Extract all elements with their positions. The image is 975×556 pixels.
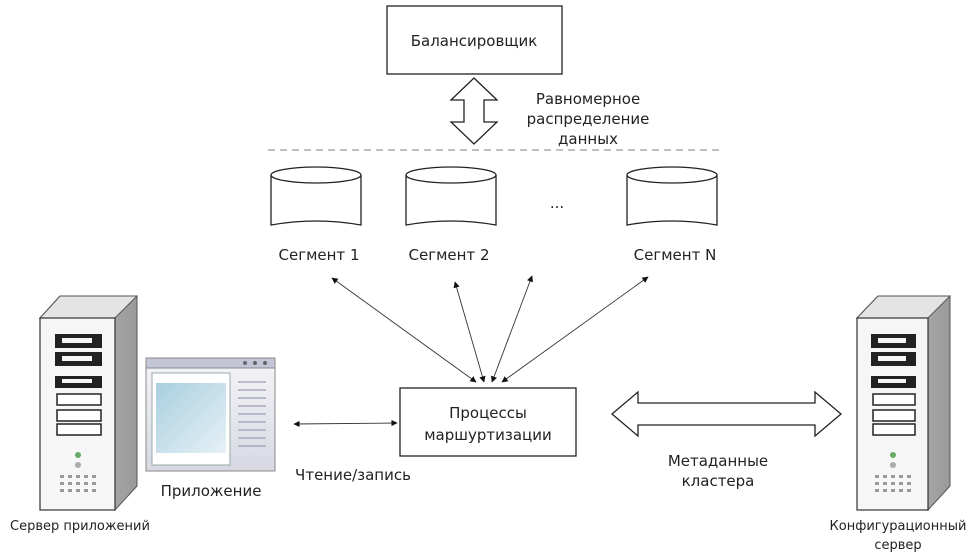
application-window-icon [145,357,276,472]
segments-ellipsis: ... [550,194,564,212]
arrow-read-write [293,419,398,428]
routing-box [399,387,577,457]
segment-1-label: Сегмент 1 [279,246,360,264]
balancer-node: Балансировщик [386,5,563,75]
metadata-label: Метаданные кластера [668,452,768,490]
distribution-double-arrow [449,77,499,145]
segment-2-label: Сегмент 2 [409,246,490,264]
svg-text:Равномерное: Равномерное [536,90,640,108]
arrow-routing-segment-n [501,276,649,383]
application-label: Приложение [161,482,262,500]
arrow-routing-segment-2 [453,281,486,383]
app-server-icon [38,295,139,512]
routing-label-line1: Процессы [449,404,527,422]
svg-text:данных: данных [558,130,618,148]
distribution-label: Равномерное распределение данных [527,90,650,148]
metadata-double-arrow [610,390,843,438]
config-server-icon [855,295,952,512]
routing-label-line2: маршуртизации [424,426,552,444]
svg-text:сервер: сервер [874,538,921,553]
svg-text:Конфигурационный: Конфигурационный [830,519,967,534]
svg-text:Метаданные: Метаданные [668,452,768,470]
config-server-label: Конфигурационный сервер [830,519,967,553]
app-server-label: Сервер приложений [10,519,150,534]
segment-n-label: Сегмент N [634,246,717,264]
segment-1-cylinder [270,166,362,226]
svg-text:кластера: кластера [682,472,755,490]
segment-2-cylinder [405,166,497,226]
svg-text:распределение: распределение [527,110,650,128]
read-write-label: Чтение/запись [295,466,411,484]
balancer-label: Балансировщик [411,32,538,50]
routing-node: Процессы маршуртизации [399,387,577,457]
arrow-routing-segment-3 [491,275,533,383]
arrow-routing-segment-1 [331,277,477,383]
segment-n-cylinder [626,166,718,226]
balancer-box [386,5,563,75]
